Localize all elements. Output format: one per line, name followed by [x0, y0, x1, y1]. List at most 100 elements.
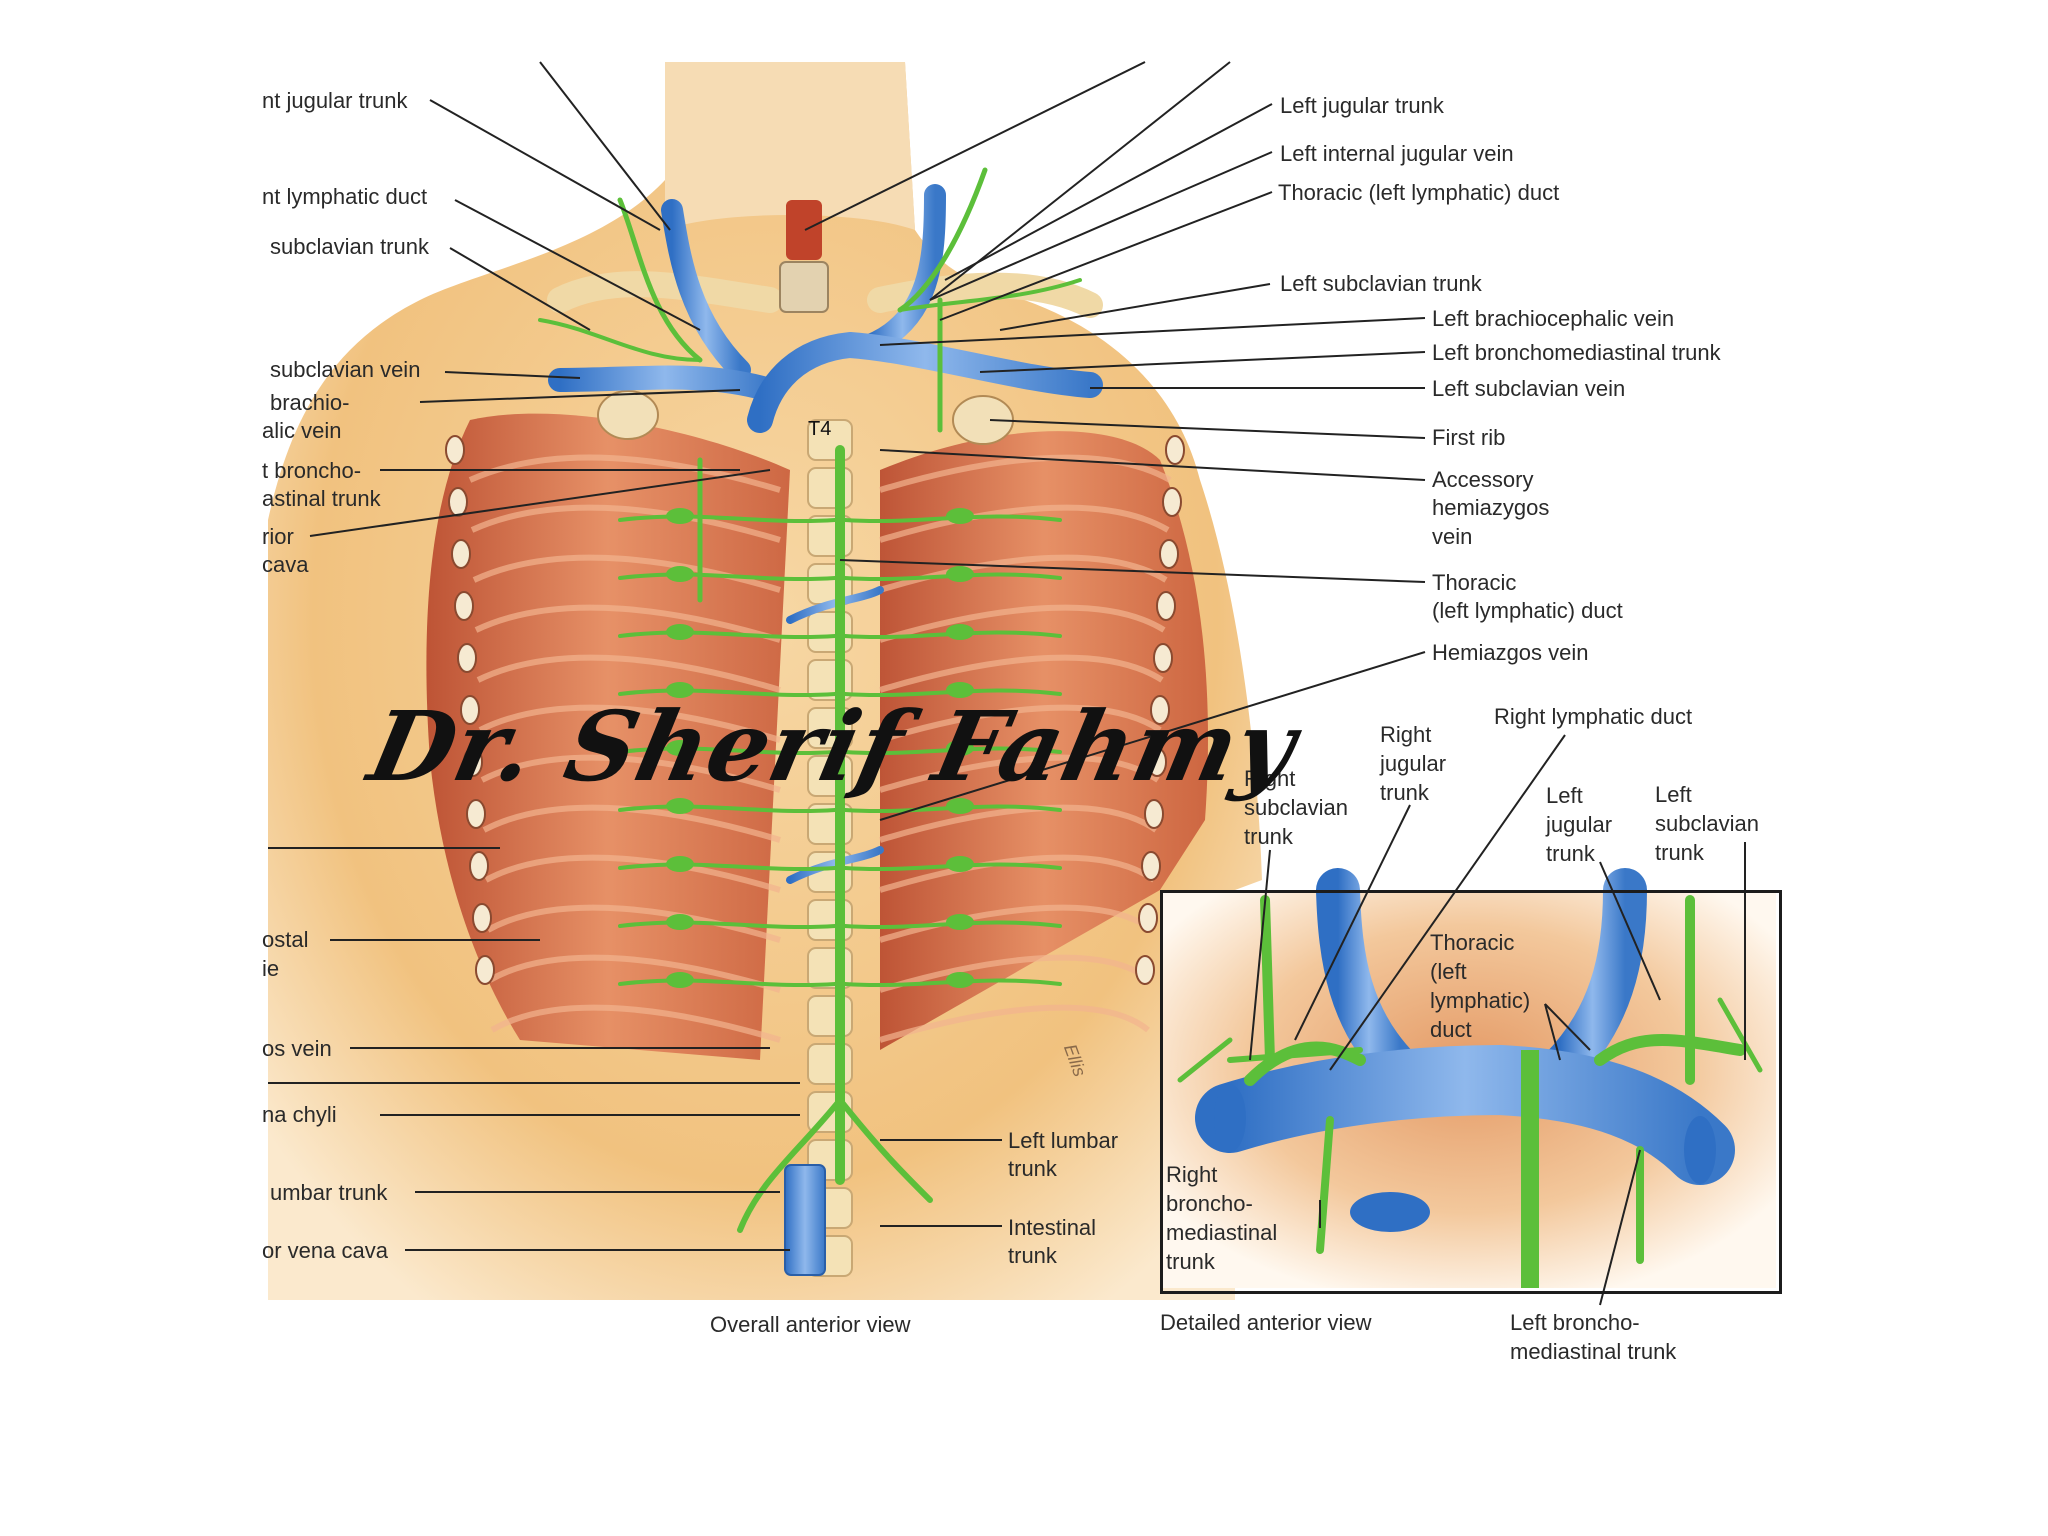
- label-right-subclavian-trunk-3: trunk: [1244, 824, 1293, 849]
- label-left-brachiocephalic-vein: Left brachiocephalic vein: [1432, 306, 1675, 331]
- lymph-node: [666, 624, 694, 640]
- leader-line: [1329, 734, 1566, 1071]
- label-right-bronchomediastinal-2: astinal trunk: [262, 486, 381, 511]
- leader-line: [449, 247, 591, 331]
- costal-cartilage: [448, 487, 468, 517]
- detail-inset-frame: [1160, 890, 1782, 1294]
- rib-stripes: [445, 435, 1185, 1043]
- label-thoracic-duct-top: Thoracic (left lymphatic) duct: [1278, 180, 1560, 205]
- costal-cartilage: [1150, 695, 1170, 725]
- label-right-brachiocephalic-1: brachio-: [270, 390, 350, 415]
- inferior-vena-cava: [784, 1164, 826, 1276]
- label-left-bronchomediastinal-inset-2: mediastinal trunk: [1510, 1339, 1677, 1364]
- leader-line: [979, 351, 1426, 373]
- label-left-jugular-trunk-inset-1: Left: [1546, 783, 1583, 808]
- leader-line: [1599, 861, 1661, 1001]
- costal-cartilage: [1159, 539, 1179, 569]
- lymph-node: [666, 972, 694, 988]
- lymph-node: [666, 682, 694, 698]
- intercostal-lymph: [618, 804, 837, 814]
- costal-cartilage: [1165, 435, 1185, 465]
- label-right-lumbar-trunk-crop: umbar trunk: [270, 1180, 388, 1205]
- label-right-lymphatic-duct-crop: nt lymphatic duct: [262, 184, 428, 209]
- label-thoracic-duct-mid-1: Thoracic: [1432, 570, 1517, 595]
- lymph-node: [666, 508, 694, 524]
- lymphatic-network: [538, 167, 1082, 1233]
- label-first-rib: First rib: [1432, 425, 1506, 450]
- leader-line: [929, 151, 1273, 301]
- leader-line: [1544, 1003, 1561, 1061]
- costal-cartilage: [475, 955, 495, 985]
- label-left-subclavian-trunk-inset-2: subclavian: [1655, 811, 1759, 836]
- lymph-node: [666, 740, 694, 756]
- rib-left: [470, 504, 781, 543]
- intercostal-lymph: [618, 920, 837, 930]
- label-intestinal-trunk-2: trunk: [1008, 1243, 1057, 1268]
- lymph-node: [946, 566, 974, 582]
- costal-cartilage: [1147, 747, 1167, 777]
- lymph-vessel: [737, 1097, 843, 1233]
- lymph-node: [946, 740, 974, 756]
- label-inset-thoracic-duct-3: lymphatic): [1430, 988, 1531, 1013]
- label-inset-thoracic-duct-1: Thoracic: [1430, 930, 1515, 955]
- trachea: [786, 200, 822, 260]
- leader-line: [944, 103, 1273, 281]
- label-left-lumbar-trunk-2: trunk: [1008, 1156, 1057, 1181]
- vertebra: [807, 467, 853, 509]
- rib-cage-right: [880, 431, 1208, 1050]
- leader-line: [879, 449, 1426, 481]
- caption-detailed-anterior-view: Detailed anterior view: [1160, 1310, 1372, 1335]
- intercostal-lymph: [618, 862, 837, 872]
- lymph-node: [666, 566, 694, 582]
- intercostal-lymph: [618, 572, 837, 582]
- vertebra: [807, 947, 853, 989]
- label-accessory-hemiazygos-2: hemiazygos: [1432, 495, 1550, 520]
- label-left-bronchomediastinal-trunk: Left bronchomediastinal trunk: [1432, 340, 1721, 365]
- rib-right: [879, 654, 1164, 693]
- leader-line: [444, 371, 581, 379]
- rib-right: [879, 704, 1162, 743]
- rib-right: [879, 904, 1154, 943]
- label-inferior-vena-cava-crop: or vena cava: [262, 1238, 388, 1263]
- label-right-jugular-trunk-crop: nt jugular trunk: [262, 88, 408, 113]
- intercostal-lymph: [618, 688, 837, 698]
- costal-cartilage: [454, 591, 474, 621]
- label-left-lumbar-trunk-1: Left lumbar: [1008, 1128, 1119, 1153]
- leader-line: [939, 191, 1273, 321]
- costal-cartilage: [445, 435, 465, 465]
- label-t4-vertebra: T4: [808, 418, 832, 440]
- label-leader-lines: [268, 61, 1746, 1306]
- intercostal-lymph: [618, 978, 837, 988]
- label-intercostal-1: ostal: [262, 927, 309, 952]
- costal-cartilage: [472, 903, 492, 933]
- costal-cartilage: [466, 799, 486, 829]
- costal-cartilage: [463, 747, 483, 777]
- label-superior-vena-cava-2: cava: [262, 552, 309, 577]
- leader-line: [1294, 804, 1411, 1041]
- costal-cartilage: [1162, 487, 1182, 517]
- costal-cartilage: [457, 643, 477, 673]
- lymph-node: [946, 798, 974, 814]
- intercostal-lymph: [618, 514, 837, 524]
- vertebra: [807, 611, 853, 653]
- label-right-bronchomediastinal-1: t broncho-: [262, 458, 362, 483]
- lymph-node: [946, 972, 974, 988]
- rib-right: [879, 854, 1156, 893]
- leader-line: [429, 99, 661, 231]
- rib-left: [486, 904, 781, 943]
- costal-cartilage: [469, 851, 489, 881]
- label-right-jugular-trunk-1: Right: [1380, 722, 1432, 747]
- rib-left: [468, 454, 781, 493]
- rib-right: [879, 954, 1152, 993]
- leader-line: [999, 283, 1271, 331]
- rib-left: [484, 854, 781, 893]
- label-left-subclavian-vein: Left subclavian vein: [1432, 376, 1626, 401]
- label-right-subclavian-vein-crop: subclavian vein: [270, 357, 421, 382]
- caption-overall-anterior-view: Overall anterior view: [710, 1312, 911, 1337]
- leader-line: [419, 389, 741, 403]
- left-clavicle: [547, 271, 783, 313]
- lymph-node: [946, 682, 974, 698]
- costal-cartilage: [1153, 643, 1173, 673]
- costal-cartilage: [1135, 955, 1155, 985]
